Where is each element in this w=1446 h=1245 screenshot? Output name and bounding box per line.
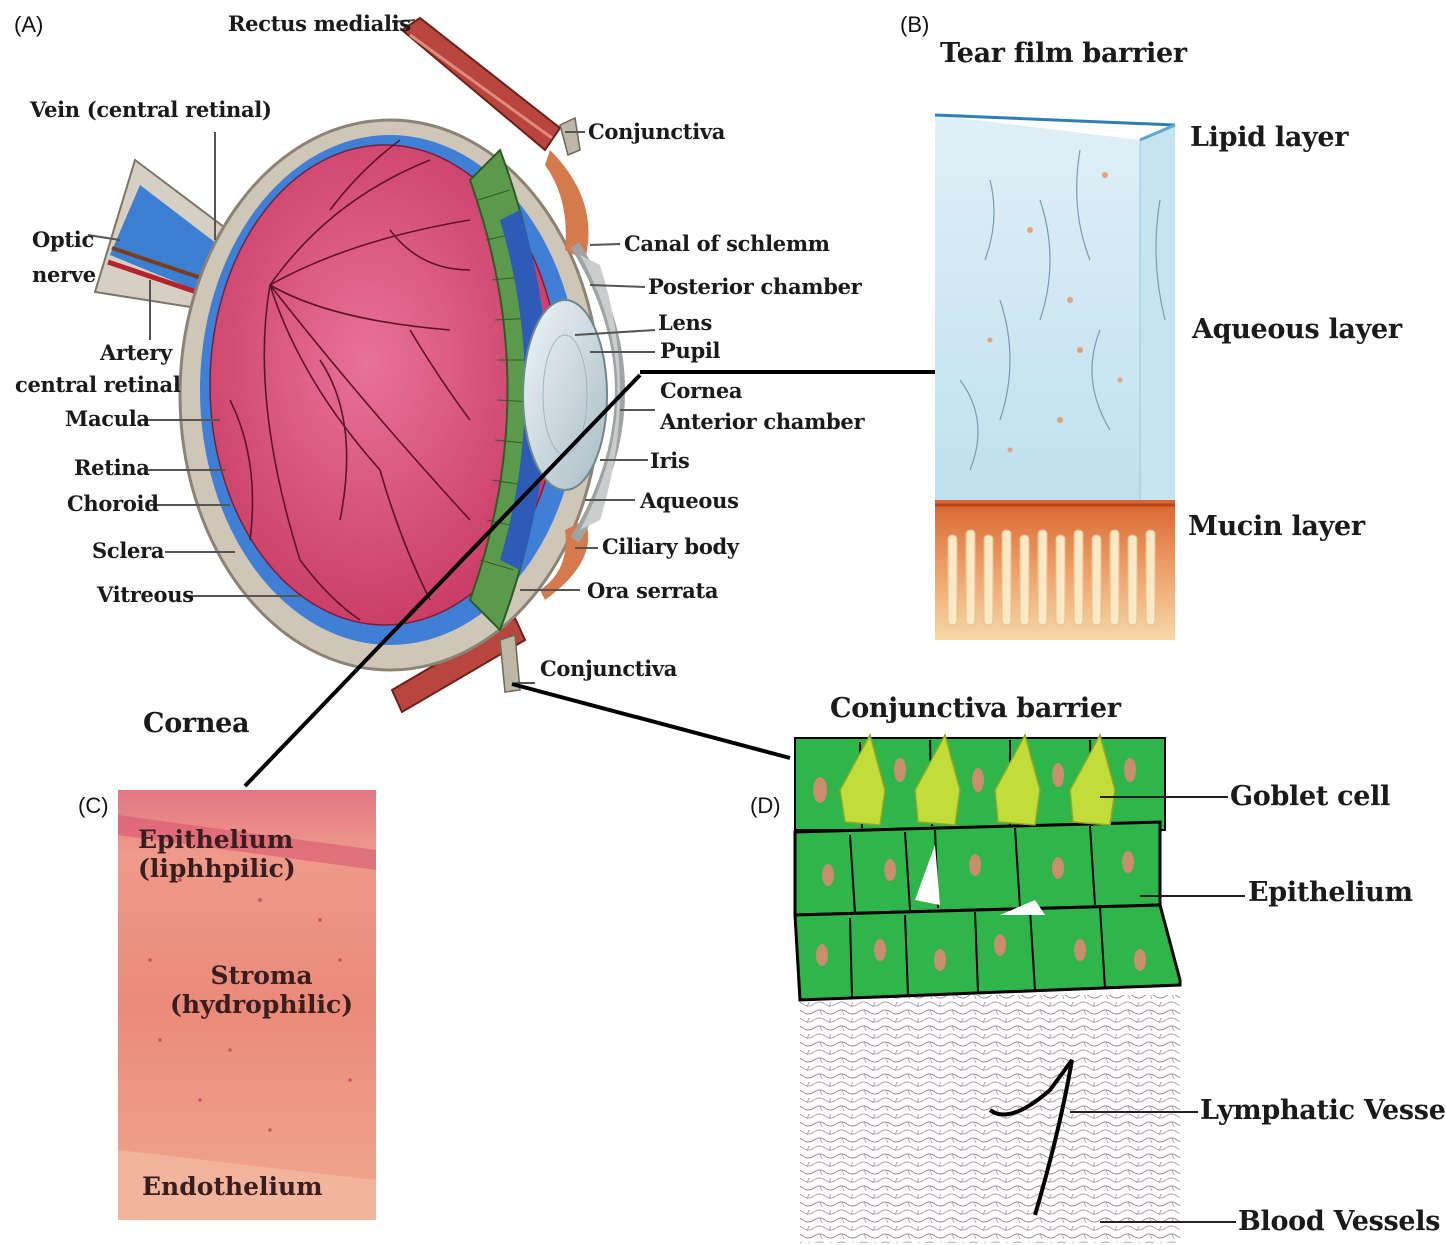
label-blood-vessels: Blood Vessels	[1238, 1208, 1440, 1235]
label-anterior-chamber: Anterior chamber	[660, 411, 864, 432]
label-conj-epithelium: Epithelium	[1248, 879, 1413, 906]
label-lymphatic-vessels: Lymphatic Vessels	[1200, 1097, 1446, 1124]
label-optic-1: Optic	[32, 229, 94, 250]
tear-film-title: Tear film barrier	[940, 40, 1187, 67]
conjunctiva-diagram	[795, 735, 1180, 1243]
label-pupil: Pupil	[660, 340, 720, 361]
label-posterior-chamber: Posterior chamber	[648, 276, 861, 297]
label-lens: Lens	[658, 312, 712, 333]
tear-film-block	[935, 115, 1175, 640]
cornea-endothelium: Endothelium	[142, 1173, 323, 1202]
lens-shape	[523, 300, 607, 490]
eye-diagram	[95, 18, 620, 712]
label-iris: Iris	[650, 450, 690, 471]
label-choroid: Choroid	[67, 493, 159, 514]
cornea-stroma-line-1: Stroma	[170, 962, 353, 991]
cornea-stroma-line-2: (hydrophilic)	[170, 991, 353, 1020]
cornea-panel-title: Cornea	[143, 710, 249, 737]
label-macula: Macula	[65, 408, 150, 429]
label-artery-1: Artery	[100, 342, 172, 363]
cornea-epithelium-line-1: Epithelium	[138, 826, 296, 855]
label-retina: Retina	[74, 457, 150, 478]
label-ora-serrata: Ora serrata	[587, 580, 718, 601]
label-conjunctiva-top: Conjunctiva	[588, 121, 725, 142]
label-vitreous: Vitreous	[97, 584, 194, 605]
label-lipid-layer: Lipid layer	[1190, 124, 1348, 151]
label-sclera: Sclera	[92, 540, 164, 561]
label-cornea: Cornea	[660, 380, 742, 401]
panel-letter-a: (A)	[14, 14, 43, 36]
label-canal: Canal of schlemm	[624, 233, 830, 254]
cornea-stroma: Stroma (hydrophilic)	[170, 962, 353, 1020]
label-optic-2: nerve	[32, 264, 96, 285]
label-rectus-medialis: Rectus medialis	[228, 13, 411, 34]
label-artery-2: central retinal	[15, 374, 181, 395]
panel-letter-c: (C)	[78, 795, 109, 817]
label-vein: Vein (central retinal)	[30, 99, 272, 120]
label-aqueous: Aqueous	[640, 490, 739, 511]
panel-letter-d: (D)	[750, 795, 781, 817]
label-ciliary-body: Ciliary body	[602, 536, 739, 557]
conjunctiva-barrier-title: Conjunctiva barrier	[830, 695, 1121, 722]
panel-letter-b: (B)	[900, 14, 929, 36]
cornea-epithelium-line-2: (liphhpilic)	[138, 855, 296, 884]
label-mucin-layer: Mucin layer	[1188, 513, 1365, 540]
label-conjunctiva-bottom: Conjunctiva	[540, 658, 677, 679]
cornea-epithelium: Epithelium (liphhpilic)	[138, 826, 296, 884]
label-goblet-cell: Goblet cell	[1230, 783, 1390, 810]
label-aqueous-layer: Aqueous layer	[1192, 316, 1402, 343]
